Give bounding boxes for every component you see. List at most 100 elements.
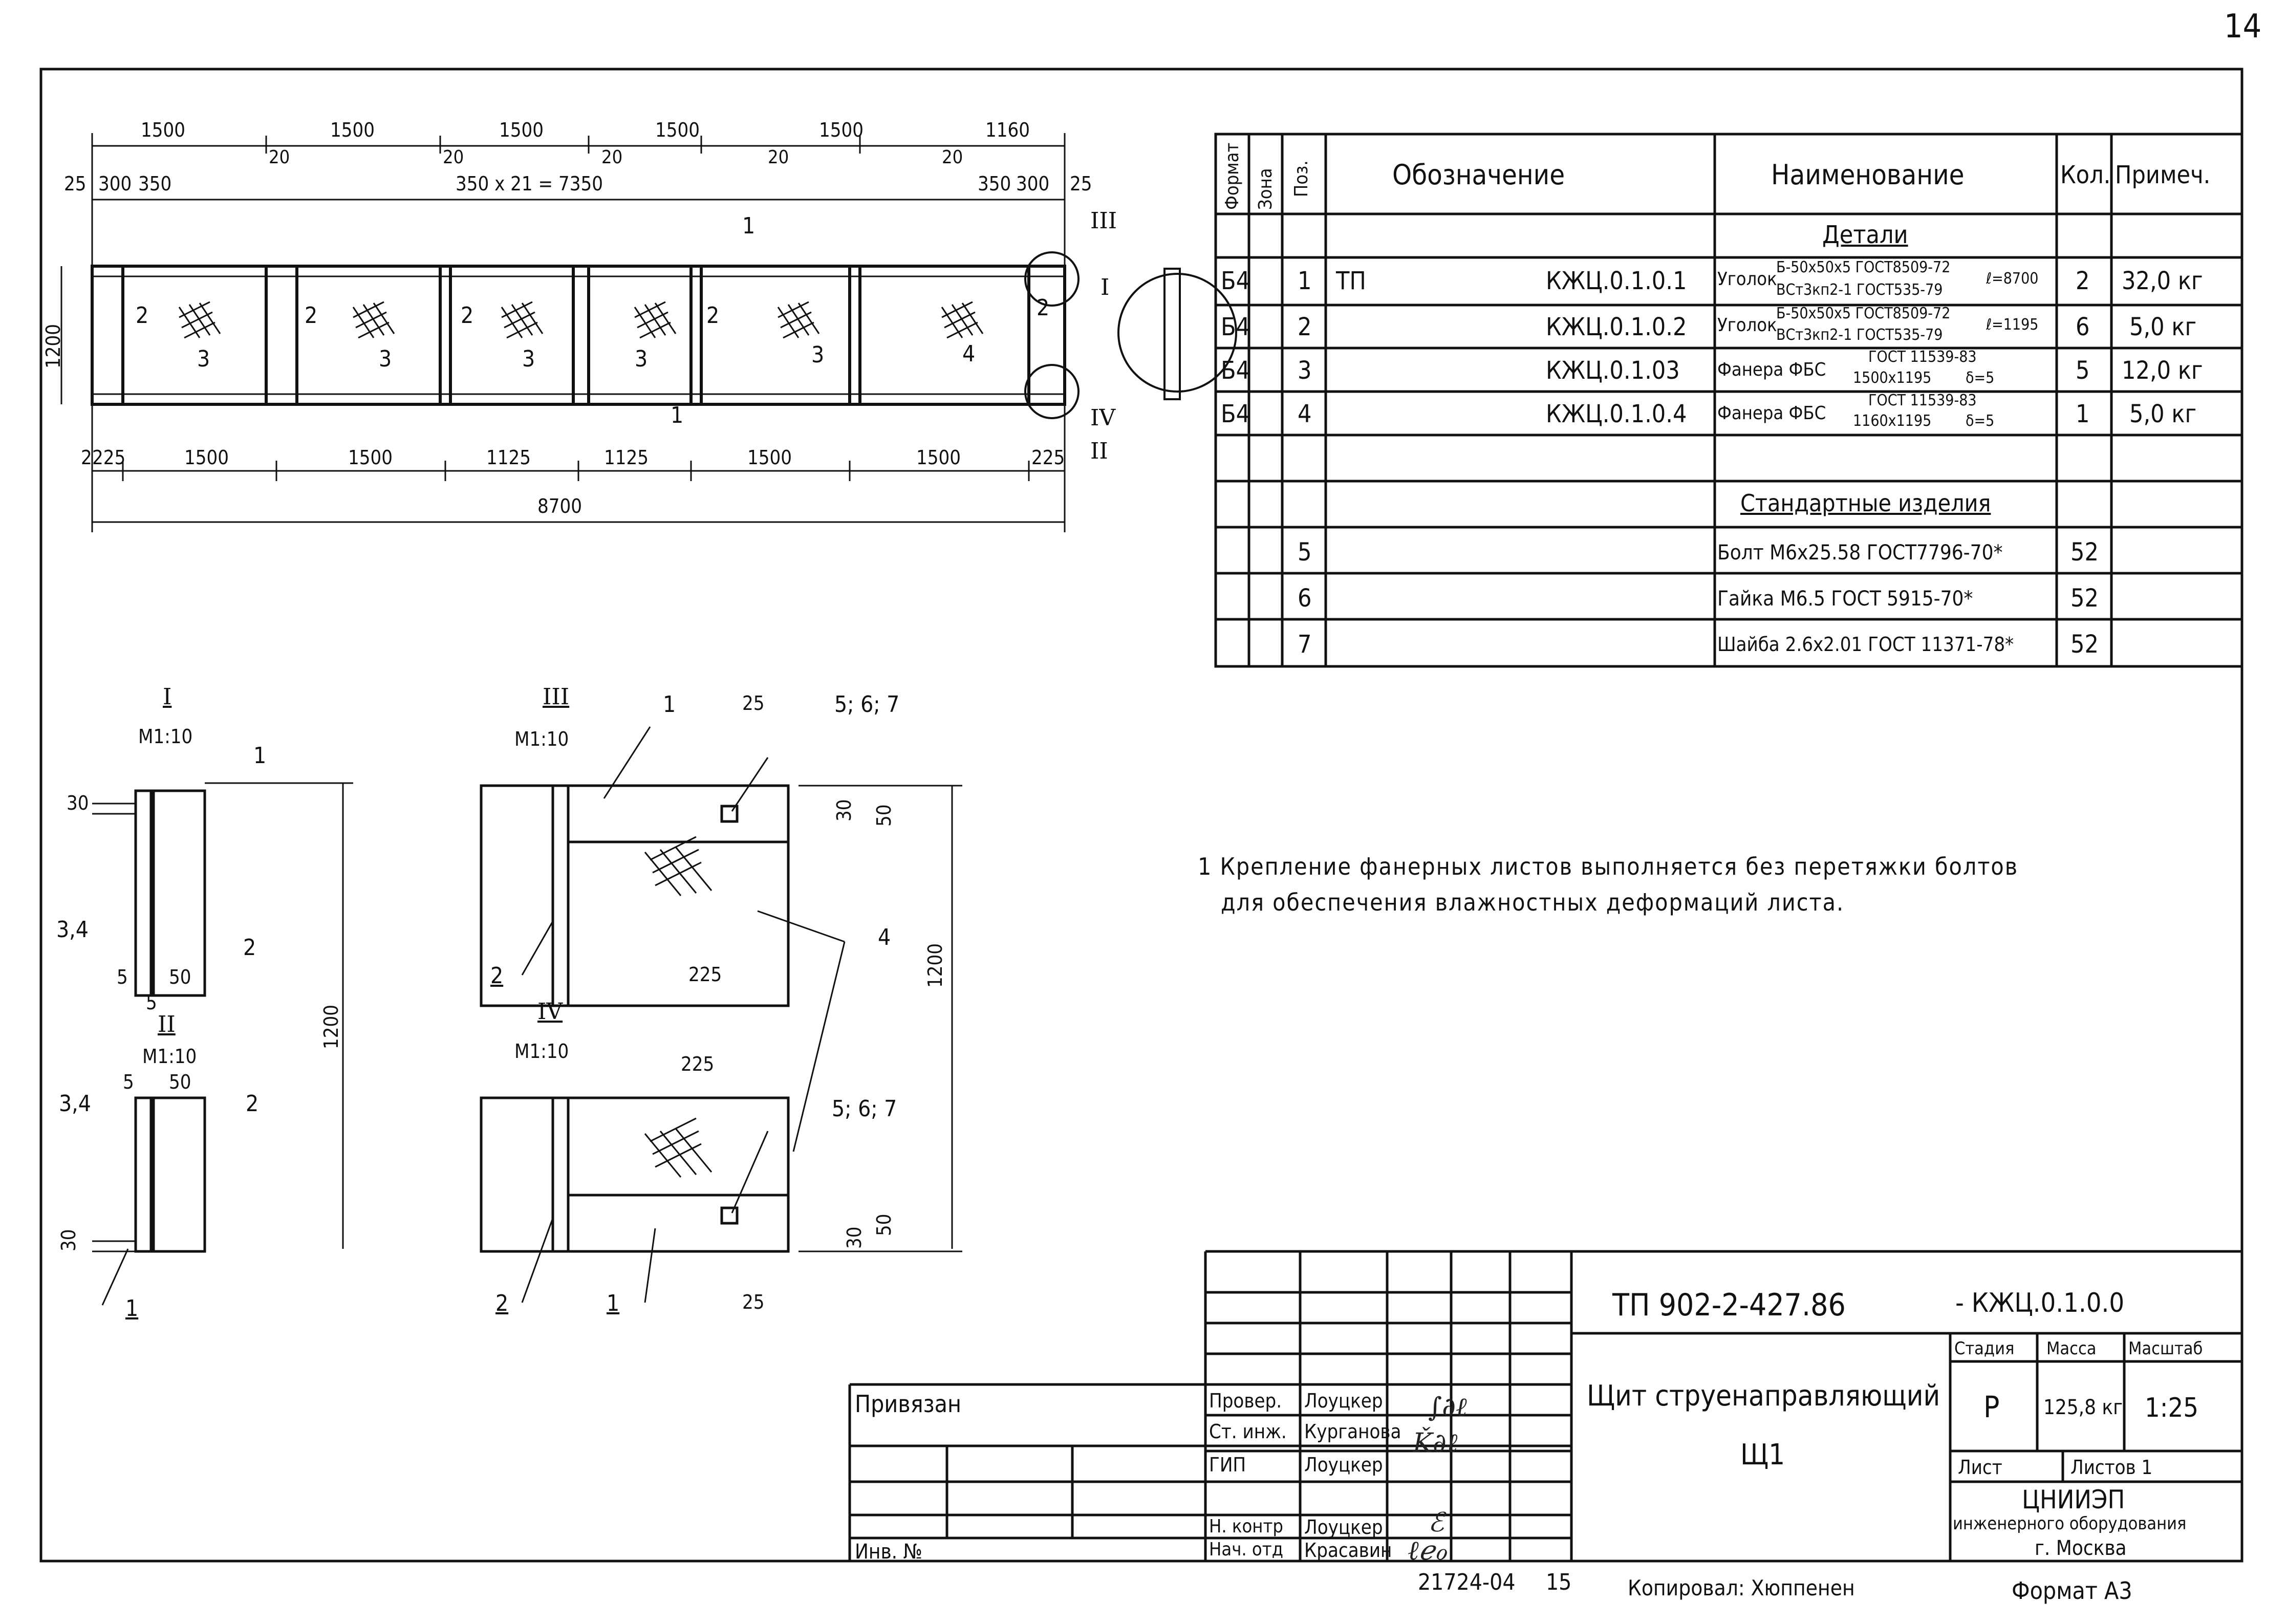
detail-II-title: II: [158, 1011, 176, 1037]
detail-I-dim-50: 50: [169, 966, 191, 988]
row4-designation: КЖЦ.0.1.0.4: [1546, 400, 1687, 428]
section-standard: Стандартные изделия: [1740, 489, 1991, 517]
leader-pos2-e: 2: [1037, 295, 1050, 321]
privyazan: Привязан: [855, 1390, 962, 1418]
note-line-1: 1 Крепление фанерных листов выполняется …: [1198, 853, 2019, 880]
dim-top-5: 1500: [819, 119, 864, 141]
leader-pos3-c: 3: [522, 346, 535, 372]
dim-gap-4: 20: [768, 147, 789, 168]
row2-name: Уголок: [1717, 315, 1777, 336]
org-dept: инженерного оборудования: [1953, 1513, 2187, 1534]
detail-II-scale: М1:10: [142, 1045, 197, 1068]
header-note: Примеч.: [2115, 161, 2211, 189]
row1-name-top: Б-50х50х5 ГОСТ8509-72: [1776, 258, 1951, 276]
org-city: г. Москва: [2035, 1536, 2127, 1560]
std-row5-qty: 52: [2070, 538, 2099, 567]
role-norm-control: Н. контр: [1209, 1516, 1283, 1537]
row4-name: Фанера ФБС: [1717, 403, 1826, 424]
dim-gap-1: 20: [269, 147, 290, 168]
sheet-label: Лист: [1958, 1456, 2002, 1479]
row2-qty: 6: [2076, 313, 2090, 341]
leader-pos2-d: 2: [706, 302, 720, 329]
row4-qty: 1: [2076, 400, 2090, 428]
dim-gap-5: 20: [942, 147, 963, 168]
detail-I-dim-5: 5: [117, 966, 128, 988]
dim-bottom-lead: 2: [81, 446, 92, 469]
detail-II-dim-5a: 5: [146, 991, 157, 1014]
dim-right-25: 25: [1070, 172, 1092, 195]
row2-name-bottom: ВСт3кп2-1 ГОСТ535-79: [1776, 326, 1943, 344]
leader-pos3-a: 3: [197, 346, 210, 372]
org-name: ЦНИИЭП: [2022, 1485, 2125, 1514]
leader-pos1-bottom: 1: [671, 402, 684, 428]
detail-IV-title: IV: [537, 999, 563, 1025]
detail-II-dim-50: 50: [169, 1071, 191, 1093]
leader-pos2-a: 2: [136, 302, 149, 329]
header-zone: Зона: [1255, 168, 1276, 210]
signature-4: ℓℯℴ: [1408, 1535, 1447, 1566]
name-norm-control: Лоуцкер: [1304, 1516, 1383, 1539]
detail-II-height: 1200: [320, 1005, 342, 1049]
dim-bottom-8: 225: [1031, 446, 1065, 469]
dim-left-350: 350: [138, 172, 172, 195]
code-left: ТП 902-2-427.86: [1612, 1287, 1846, 1323]
row3-designation: КЖЦ.0.1.03: [1546, 356, 1680, 385]
row4-pos: 4: [1298, 400, 1312, 428]
row3-format: Б4: [1221, 356, 1250, 385]
dim-top-4: 1500: [655, 119, 700, 141]
name-gip: Лоуцкер: [1304, 1454, 1383, 1476]
code-right: - КЖЦ.0.1.0.0: [1955, 1288, 2125, 1318]
footer-number: 21724-04: [1418, 1569, 1516, 1595]
dim-height-1200: 1200: [42, 324, 64, 369]
detail-IV-scale: М1:10: [514, 1040, 569, 1063]
leader-pos3-e: 3: [811, 342, 825, 368]
dim-total-8700: 8700: [537, 495, 582, 517]
stage-label: Стадия: [1954, 1338, 2015, 1359]
role-check: Провер.: [1209, 1390, 1282, 1412]
detail-III-label-1: 1: [663, 691, 676, 718]
detail-III-dim-50: 50: [873, 804, 895, 827]
plywood-hatches: [178, 301, 984, 339]
std-row7-pos: 7: [1298, 630, 1312, 659]
detail-III-label-2: 2: [490, 963, 504, 989]
row4-name-top: ГОСТ 11539-83: [1868, 392, 1977, 409]
row3-name-bottom: 1500х1195: [1853, 369, 1932, 387]
dim-bottom-4: 1125: [486, 446, 531, 469]
std-row7-qty: 52: [2070, 630, 2099, 659]
sheet-frame: [39, 68, 2243, 1563]
detail-II-dim-5b: 5: [123, 1071, 134, 1093]
inventory-number: Инв. №: [855, 1540, 922, 1564]
stage-value: Р: [1983, 1390, 2000, 1424]
detail-III-label-4: 4: [878, 924, 891, 950]
note-line-2: для обеспечения влажностных деформаций л…: [1221, 889, 1845, 916]
detail-IV-dim-50: 50: [873, 1214, 895, 1237]
dim-gap-2: 20: [443, 147, 464, 168]
name-dept-head: Красавин: [1304, 1539, 1392, 1562]
detail-IV-label-2: 2: [495, 1290, 509, 1316]
row1-qty: 2: [2076, 267, 2090, 295]
row2-designation: КЖЦ.0.1.0.2: [1546, 313, 1687, 341]
row2-note: 5,0 кг: [2129, 313, 2197, 341]
scale-label: Масштаб: [2128, 1338, 2203, 1359]
detail-III-dim-30: 30: [833, 799, 855, 822]
row1-pos: 1: [1298, 267, 1312, 295]
row3-qty: 5: [2076, 356, 2090, 385]
spec-table-grid: [1214, 133, 2243, 668]
detail-III-dim-225: 225: [688, 963, 722, 986]
row3-note: 12,0 кг: [2122, 356, 2203, 385]
detail-IV-label-567: 5; 6; 7: [832, 1096, 897, 1122]
row1-note: 32,0 кг: [2122, 267, 2203, 295]
row2-name-top: Б-50х50х5 ГОСТ8509-72: [1776, 305, 1951, 322]
callout-label-IV: IV: [1090, 405, 1116, 431]
drawing-title: Щит струенаправляющий: [1587, 1379, 1940, 1413]
std-row5-pos: 5: [1298, 538, 1312, 567]
dim-left-25: 25: [64, 172, 87, 195]
dim-bottom-6: 1500: [747, 446, 792, 469]
page-number: 14: [2224, 8, 2262, 46]
callout-label-III: III: [1090, 208, 1117, 234]
row1-name: Уголок: [1717, 269, 1777, 290]
dim-top-6: 1160: [985, 119, 1030, 141]
std-row5-name: Болт М6х25.58 ГОСТ7796-70*: [1717, 541, 2003, 565]
dim-bottom-1: 225: [92, 446, 126, 469]
